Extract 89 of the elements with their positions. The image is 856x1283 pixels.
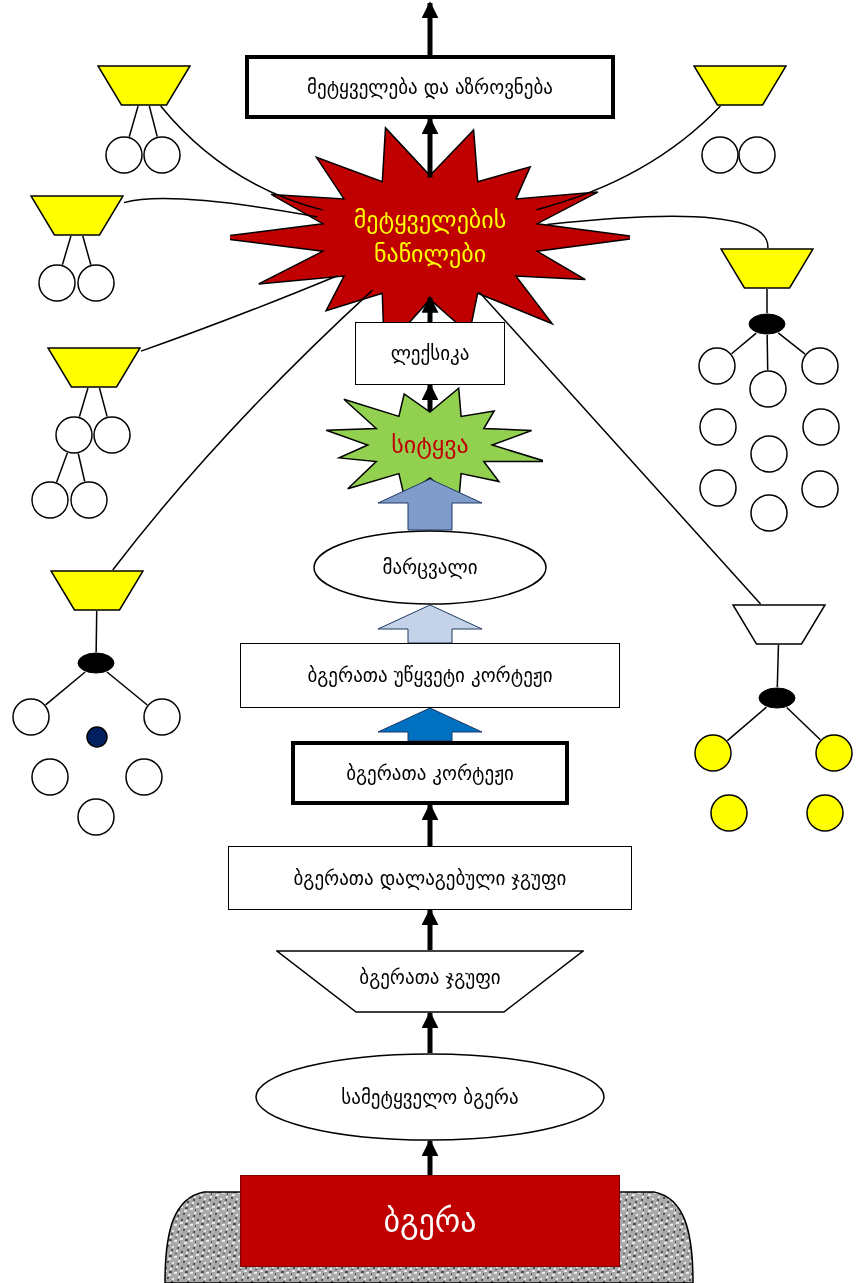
process-box: ბგერათა უწყვეტი კორტეჟი (240, 643, 620, 708)
trapezoid-shape (50, 570, 144, 611)
circle-node (694, 734, 732, 772)
connector-line (140, 274, 339, 352)
arrow (421, 1139, 439, 1175)
connector-line (82, 235, 92, 266)
connector-line (61, 235, 72, 266)
connector-line (478, 291, 762, 605)
connector-line (148, 105, 158, 138)
connector-line (55, 452, 69, 483)
circle-node (55, 416, 93, 454)
connector-line (766, 334, 769, 371)
connector-line (78, 387, 89, 418)
connector-line (776, 644, 780, 688)
circle-node (750, 494, 788, 532)
filled-oval (758, 687, 796, 709)
trapezoid-shape (30, 195, 124, 236)
trapezoid-shape (47, 347, 141, 388)
arrow (421, 1011, 439, 1053)
circle-node (31, 758, 69, 796)
circle-node (77, 264, 115, 302)
connector-line (546, 215, 769, 249)
trapezoid-shape (276, 950, 584, 1013)
circle-node (710, 794, 748, 832)
connector-line (77, 452, 86, 483)
title-box: ბგერა (240, 1175, 620, 1267)
connector-line (766, 288, 768, 314)
circle-node (750, 435, 788, 473)
block-arrow (377, 604, 483, 644)
connector-line (159, 105, 324, 211)
circle-node (143, 698, 181, 736)
connector-line (123, 197, 319, 218)
ellipse-shape (255, 1053, 605, 1141)
shape-label: მეტყველების ნაწილები (352, 204, 508, 270)
circle-node (699, 408, 737, 446)
connector-line (95, 610, 98, 653)
filled-oval (77, 652, 115, 674)
circle-node (31, 481, 69, 519)
circle-node (806, 794, 844, 832)
circle-node (70, 481, 108, 519)
arrow (421, 383, 439, 411)
trapezoid-shape (693, 65, 787, 106)
connector-line (777, 332, 806, 355)
connector-line (786, 706, 822, 741)
connector-line (98, 387, 108, 418)
arrow (421, 803, 439, 846)
ellipse-shape (313, 530, 547, 605)
shape-label: სამეტყველო ბგერა (341, 1084, 519, 1111)
arrow (421, 1, 439, 55)
circle-node (93, 416, 131, 454)
circle-node (815, 734, 853, 772)
circle-node (143, 136, 181, 174)
process-box: ბგერათა კორტეჟი (291, 741, 569, 805)
process-box: ლექსიკა (355, 322, 505, 385)
trapezoid-shape (720, 248, 814, 289)
process-box: ბგერათა დალაგებული ჯგუფი (228, 846, 632, 910)
circle-node (698, 347, 736, 385)
connector-line (128, 105, 139, 138)
circle-node (38, 264, 76, 302)
circle-node (105, 136, 143, 174)
circle-node (801, 470, 839, 508)
block-arrow (377, 707, 483, 742)
circle-node (749, 370, 787, 408)
shape-label: მარცვალი (382, 555, 478, 581)
circle-node (86, 726, 108, 748)
block-arrow (377, 478, 483, 531)
connector-line (111, 289, 374, 571)
circle-node (125, 758, 163, 796)
circle-node (77, 798, 115, 836)
circle-node (801, 347, 839, 385)
circle-node (701, 136, 739, 174)
circle-node (802, 408, 840, 446)
process-box: მეტყველება და აზროვნება (245, 55, 615, 119)
circle-node (12, 698, 50, 736)
shape-label: სიტყვა (391, 430, 469, 461)
shape-label: ბგერათა ჯგუფი (359, 965, 501, 991)
trapezoid-shape (97, 65, 191, 106)
trapezoid-shape (732, 604, 826, 645)
connector-line (535, 105, 722, 211)
circle-node (738, 136, 776, 174)
connector-line (730, 332, 757, 355)
connector-line (726, 706, 768, 742)
filled-oval (748, 313, 786, 335)
connector-line (44, 671, 86, 706)
circle-node (699, 469, 737, 507)
arrow (421, 908, 439, 950)
connector-line (106, 671, 149, 706)
arrow (421, 295, 439, 322)
arrow (421, 117, 439, 178)
